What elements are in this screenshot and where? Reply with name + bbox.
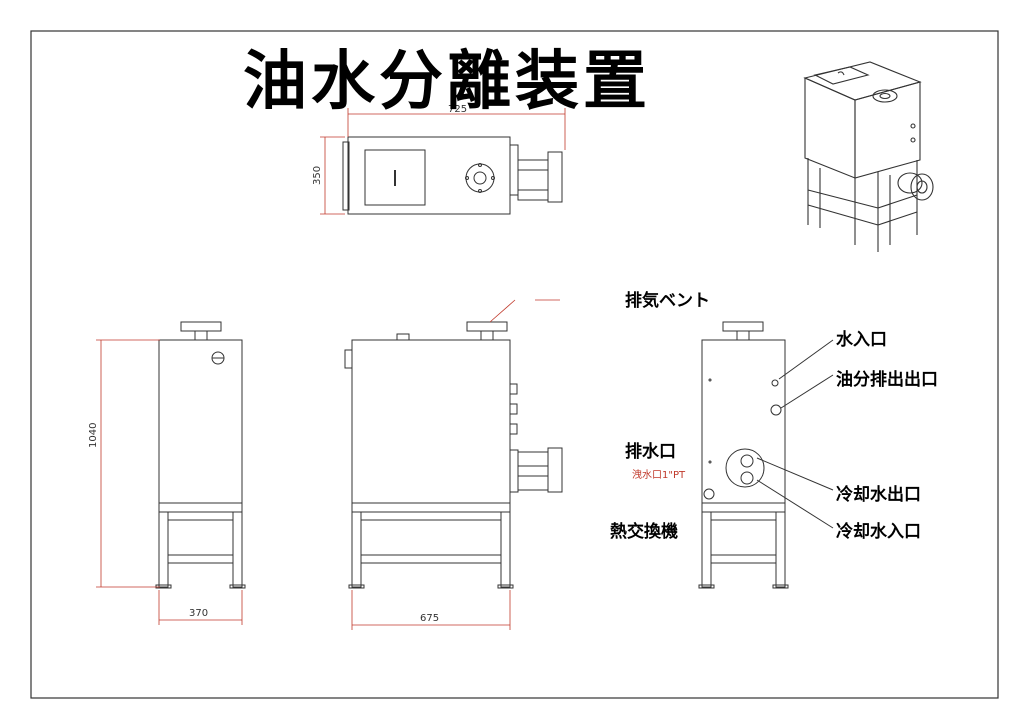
dim-top-depth: 350 bbox=[312, 166, 323, 185]
top-view-dimensions bbox=[320, 108, 566, 215]
front-view-dimensions bbox=[96, 339, 243, 625]
sheet-border bbox=[30, 30, 999, 699]
dim-top-width: 725 bbox=[448, 104, 467, 115]
dim-side-width: 675 bbox=[420, 613, 439, 624]
front-view bbox=[155, 321, 246, 589]
top-view bbox=[342, 136, 563, 215]
label-water-inlet: 水入口 bbox=[836, 330, 887, 350]
label-cooling-in: 冷却水入口 bbox=[836, 522, 921, 542]
side-view-dimensions bbox=[351, 299, 560, 630]
dim-front-width: 370 bbox=[189, 608, 208, 619]
rear-view bbox=[698, 321, 789, 589]
label-cooling-out: 冷却水出口 bbox=[836, 485, 921, 505]
leader-lines bbox=[756, 339, 834, 529]
label-vent: 排気ベント bbox=[625, 291, 710, 311]
label-heat-exchanger: 熱交換機 bbox=[610, 522, 678, 542]
label-oil-outlet: 油分排出出口 bbox=[836, 370, 938, 390]
label-drain: 排水口 bbox=[625, 442, 676, 462]
isometric-view bbox=[803, 61, 934, 252]
drain-note: 洩水口1"PT bbox=[632, 468, 686, 481]
side-view bbox=[344, 321, 563, 589]
dim-height: 1040 bbox=[88, 423, 99, 448]
page-title: 油水分離装置 bbox=[243, 45, 651, 119]
